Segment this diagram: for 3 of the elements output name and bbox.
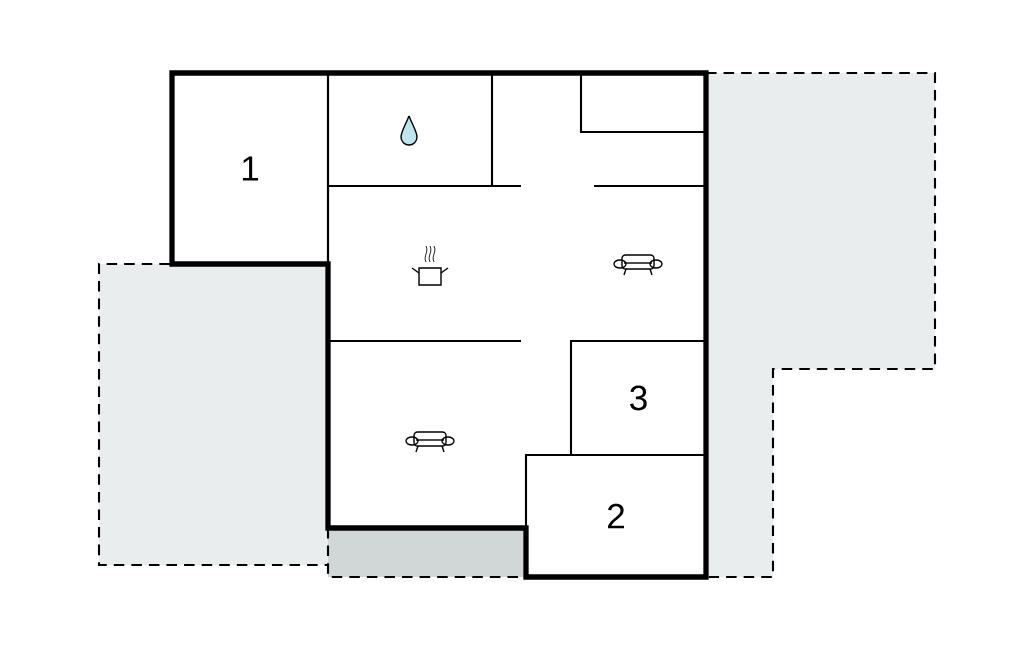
room: 3 — [569, 339, 708, 457]
room: 2 — [524, 453, 708, 579]
room: 1 — [170, 71, 330, 266]
